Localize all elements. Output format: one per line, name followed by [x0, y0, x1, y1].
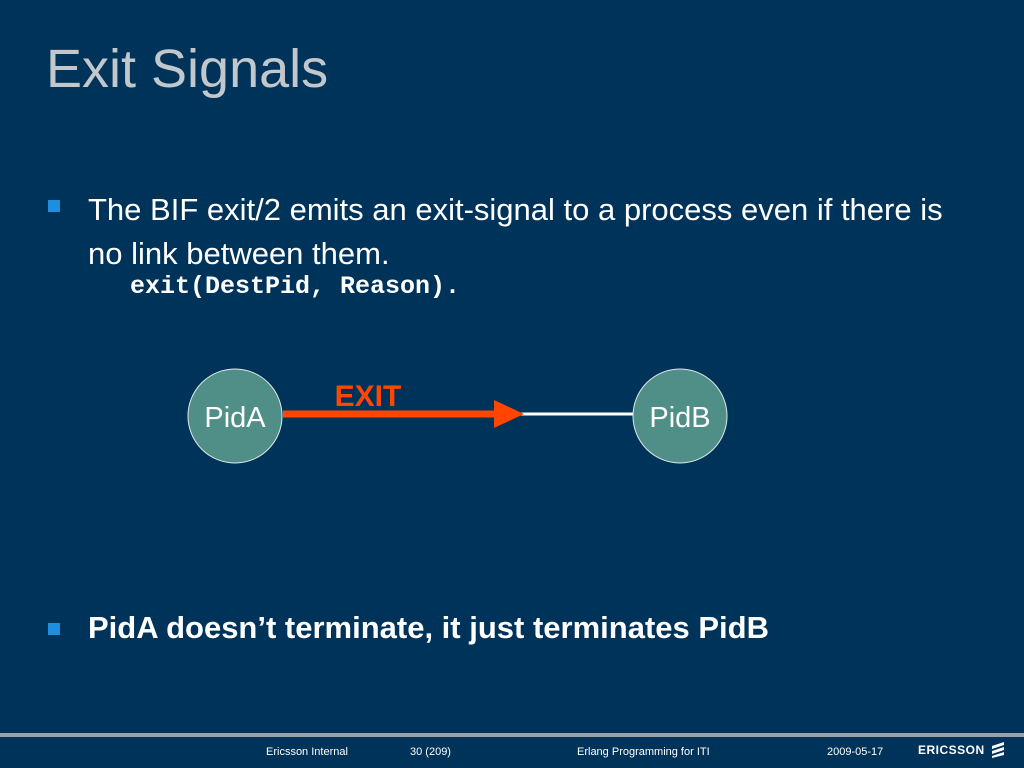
code-line: exit(DestPid, Reason).	[130, 272, 461, 301]
bullet-marker-2	[48, 623, 60, 635]
footer-date: 2009-05-17	[827, 746, 884, 758]
ericsson-logo-icon	[991, 742, 1004, 758]
node-pida	[187, 368, 283, 464]
exit-signal-arrow-head	[494, 400, 524, 428]
slide-title: Exit Signals	[46, 39, 329, 99]
footer-classification: Ericsson Internal	[266, 746, 348, 758]
footer-course-title: Erlang Programming for ITI	[577, 746, 710, 758]
exit-signal-label: EXIT	[335, 380, 402, 413]
node-pida-label: PidA	[204, 402, 266, 434]
bullet-text-2: PidA doesn’t terminate, it just terminat…	[88, 610, 769, 645]
node-pidb	[632, 368, 728, 464]
footer-divider	[0, 733, 1024, 737]
footer-page-number: 30 (209)	[410, 746, 451, 758]
bullet-text-1: The BIF exit/2 emits an exit-signal to a…	[88, 192, 943, 271]
node-pidb-label: PidB	[649, 402, 710, 434]
bullet-marker-1	[48, 200, 60, 212]
ericsson-logo: ERICSSON	[918, 742, 1005, 758]
logo-wordmark: ERICSSON	[918, 743, 985, 757]
